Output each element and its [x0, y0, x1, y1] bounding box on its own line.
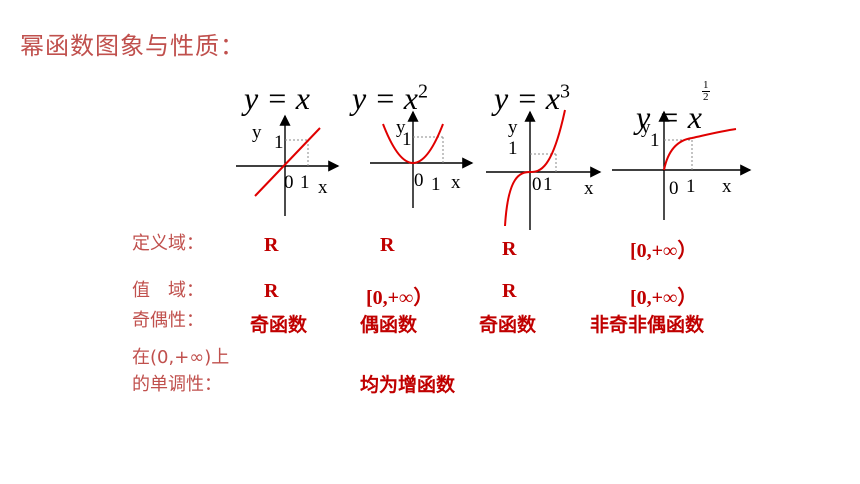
range-label: 值 域：: [132, 280, 204, 301]
formula-linear: y = x: [244, 80, 310, 117]
domain-label: 定义域：: [132, 233, 204, 254]
curve-cube: [504, 109, 566, 227]
one-label: 1: [274, 132, 284, 153]
monotonic-value: 均为增函数: [360, 374, 456, 396]
page-title: 幂函数图象与性质：: [20, 32, 245, 60]
domain-value: R: [264, 234, 279, 256]
zero-label: 0: [414, 170, 424, 191]
domain-value: R: [380, 234, 395, 256]
one-label: 1: [300, 172, 310, 193]
y-label: y: [396, 117, 406, 138]
monotonic-label-line1: 在(0,+∞)上: [132, 347, 230, 368]
formula-exponent: 2: [418, 80, 428, 103]
exponent-numerator: 1: [702, 79, 710, 92]
formula-exponent: 3: [560, 80, 570, 103]
one-label: 1: [402, 129, 412, 150]
zero-label: 0: [284, 172, 294, 193]
domain-value: R: [502, 238, 517, 260]
one-label: 1: [431, 174, 441, 195]
one-label: 1: [686, 176, 696, 197]
curve-square: [382, 123, 444, 164]
monotonic-label-line2: 的单调性：: [132, 374, 222, 395]
curve-linear: [254, 127, 321, 197]
parity-label: 奇偶性：: [132, 310, 204, 331]
x-label: x: [451, 172, 461, 193]
formula-square: y = x2: [352, 80, 428, 117]
x-label: x: [318, 177, 328, 198]
curve-sqrt: [663, 128, 737, 171]
y-label: y: [508, 117, 518, 138]
parity-value: 奇函数: [250, 314, 308, 336]
range-value: R: [502, 280, 517, 302]
y-label: y: [252, 122, 262, 143]
range-value: [0,+∞）: [366, 287, 434, 309]
formula-base: y = x: [494, 80, 560, 116]
formula-base: y = x: [244, 80, 310, 116]
exponent-denominator: 2: [703, 91, 709, 103]
formula-base: y = x: [352, 80, 418, 116]
formula-cube: y = x3: [494, 80, 570, 117]
range-value: R: [264, 280, 279, 302]
one-label: 1: [508, 138, 518, 159]
parity-value: 非奇非偶函数: [590, 314, 705, 336]
one-label: 1: [543, 174, 553, 195]
parity-value: 奇函数: [479, 314, 537, 336]
range-value: [0,+∞）: [630, 287, 698, 309]
y-label: y: [641, 117, 651, 138]
graph-sqrt: y 1 0 1 x: [612, 110, 752, 220]
domain-value: [0,+∞）: [630, 240, 698, 262]
graph-cube: y 1 0 1 x: [486, 109, 602, 230]
parity-value: 偶函数: [360, 314, 418, 336]
zero-label: 0: [532, 174, 542, 195]
graph-square: y 1 0 1 x: [370, 110, 474, 208]
graph-linear: y 1 0 1 x: [236, 114, 340, 216]
zero-label: 0: [669, 178, 679, 199]
one-label: 1: [650, 130, 660, 151]
x-label: x: [584, 178, 594, 199]
x-label: x: [722, 176, 732, 197]
